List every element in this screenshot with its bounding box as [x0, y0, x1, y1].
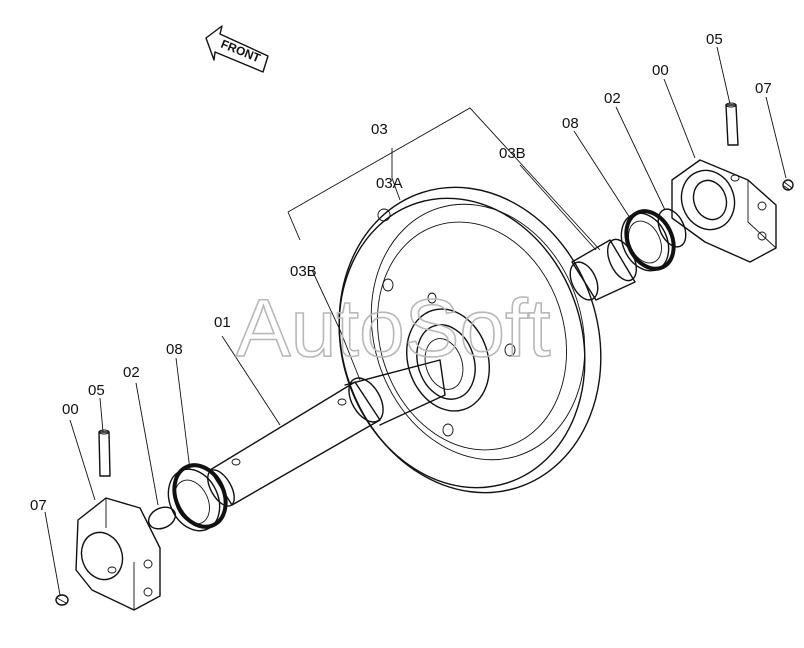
label-bracket-left: 00	[62, 401, 79, 418]
label-wheel: 03A	[376, 175, 403, 192]
front-label: FRONT	[219, 37, 263, 66]
label-pin-right: 05	[706, 31, 723, 48]
front-arrow: FRONT	[205, 25, 269, 73]
label-plug-right: 07	[755, 80, 772, 97]
plug-right	[782, 179, 794, 191]
label-bracket-right: 00	[652, 62, 669, 79]
bracket-right	[671, 159, 777, 263]
label-assembly: 03	[371, 121, 388, 138]
leader-lines	[44, 46, 787, 596]
shaft	[207, 359, 446, 507]
callout-labels: 03 03A 03B 03B 01 08 02 05 00 07 08 02 0…	[30, 31, 772, 514]
idler-wheel	[338, 186, 602, 494]
oring-right	[657, 208, 687, 248]
seal-right	[620, 209, 676, 272]
assembly-bracket	[287, 107, 601, 381]
label-bushing-right: 03B	[499, 145, 526, 162]
seal-left	[167, 463, 228, 532]
label-bushing-left: 03B	[290, 263, 317, 280]
oring-left	[147, 506, 177, 530]
pin-right	[725, 102, 739, 146]
label-seal-left: 08	[166, 341, 183, 358]
watermark-text: AutoSoft	[236, 283, 551, 374]
label-plug-left: 07	[30, 497, 47, 514]
label-seal-right: 08	[562, 115, 579, 132]
pin-left	[98, 429, 111, 477]
label-oring-left: 02	[123, 364, 140, 381]
bracket-left	[75, 497, 161, 611]
label-oring-right: 02	[604, 90, 621, 107]
label-pin-left: 05	[88, 382, 105, 399]
label-shaft: 01	[214, 314, 231, 331]
plug-left	[55, 594, 69, 606]
